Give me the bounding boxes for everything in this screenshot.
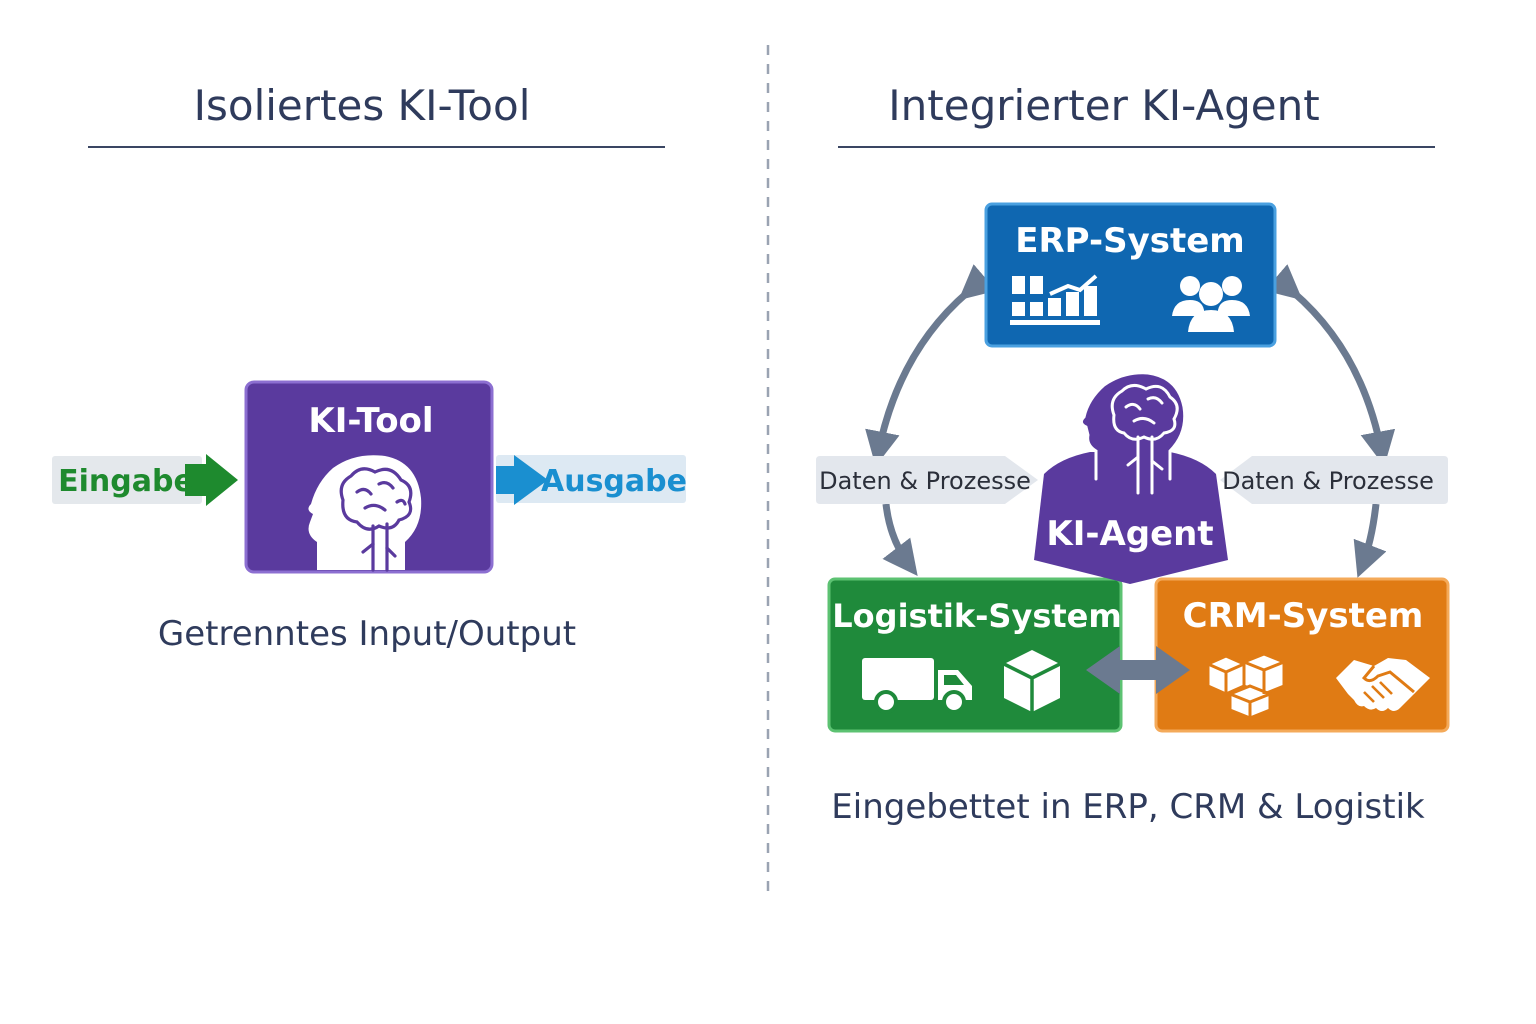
right-panel-caption: Eingebettet in ERP, CRM & Logistik bbox=[831, 787, 1425, 827]
brain-head-icon bbox=[1079, 371, 1187, 495]
flow-label-left: Daten & Prozesse bbox=[816, 456, 1038, 504]
brain-head-icon bbox=[308, 455, 422, 572]
erp-system-label: ERP-System bbox=[1015, 221, 1244, 261]
truck-icon bbox=[862, 658, 972, 714]
arrow-to-crm bbox=[1353, 503, 1387, 578]
left-panel: Isoliertes KI-Tool Eingabe KI-Tool bbox=[52, 81, 687, 654]
erp-system-box: ERP-System bbox=[984, 202, 1277, 348]
ki-tool-box: KI-Tool bbox=[244, 380, 494, 574]
ki-agent-label: KI-Agent bbox=[1046, 514, 1213, 554]
package-icon bbox=[1003, 650, 1061, 712]
left-panel-caption: Getrenntes Input/Output bbox=[158, 614, 576, 654]
handshake-icon bbox=[1336, 658, 1430, 711]
boxes-icon bbox=[1206, 652, 1286, 720]
arrow-logistics-crm bbox=[1086, 646, 1190, 694]
flow-label-right-text: Daten & Prozesse bbox=[1222, 467, 1434, 495]
crm-system-box: CRM-System bbox=[1154, 577, 1450, 733]
ki-tool-label: KI-Tool bbox=[308, 401, 433, 441]
right-panel-title: Integrierter KI-Agent bbox=[888, 81, 1319, 130]
bar-chart-icon bbox=[1010, 274, 1100, 325]
right-panel: Integrierter KI-Agent ERP-System bbox=[816, 81, 1450, 827]
flow-label-right: Daten & Prozesse bbox=[1220, 456, 1448, 504]
output-label: Ausgabe bbox=[541, 464, 687, 499]
input-arrow: Eingabe bbox=[52, 454, 238, 506]
crm-system-label: CRM-System bbox=[1183, 596, 1424, 636]
ki-agent: KI-Agent bbox=[1034, 371, 1228, 584]
arrow-agent-erp-left bbox=[865, 264, 997, 467]
arrow-to-logistics bbox=[882, 503, 918, 576]
output-arrow: Ausgabe bbox=[496, 455, 687, 505]
input-label: Eingabe bbox=[58, 464, 194, 499]
logistics-system-label: Logistik-System bbox=[832, 597, 1121, 635]
flow-label-left-text: Daten & Prozesse bbox=[819, 467, 1031, 495]
arrow-agent-erp-right bbox=[1264, 264, 1396, 467]
logistics-system-box: Logistik-System bbox=[827, 577, 1123, 733]
users-icon bbox=[1172, 276, 1250, 332]
left-panel-title: Isoliertes KI-Tool bbox=[194, 81, 531, 130]
